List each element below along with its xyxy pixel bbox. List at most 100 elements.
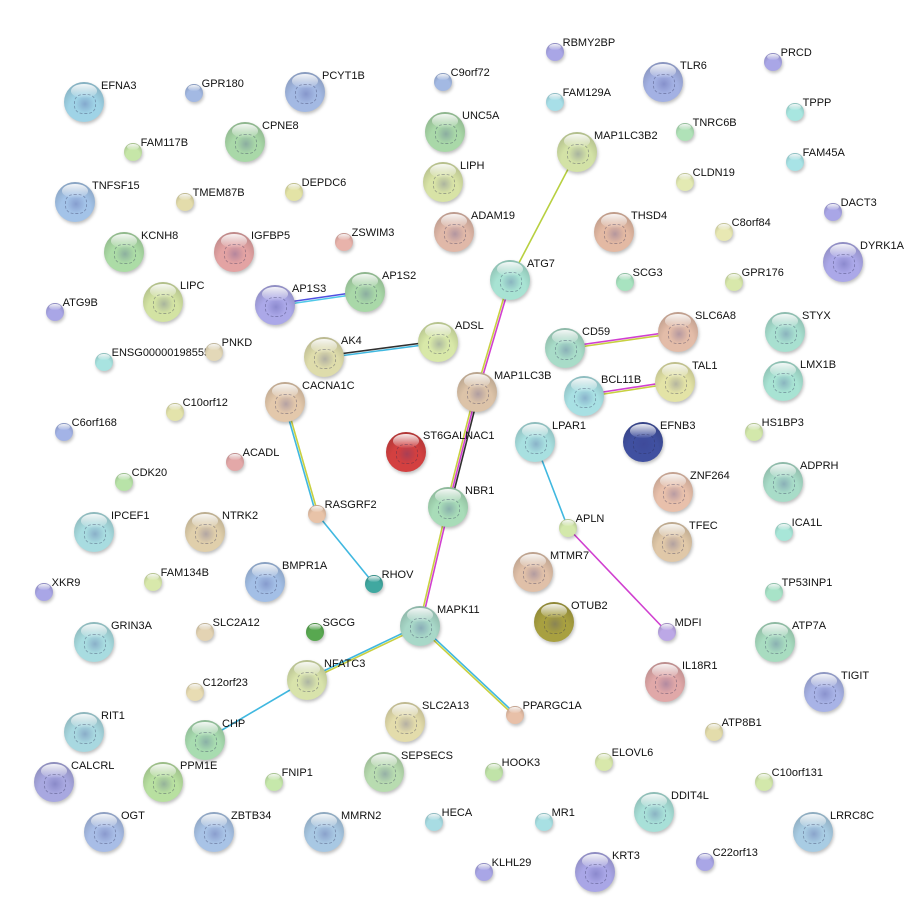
node-sgcg[interactable] [306, 623, 324, 641]
node-label[interactable]: TNRC6B [692, 117, 737, 129]
node-ogt[interactable] [84, 812, 124, 852]
node-mdfi[interactable] [658, 623, 676, 641]
node-label[interactable]: CALCRL [71, 760, 115, 772]
node-label[interactable]: IGFBP5 [251, 230, 291, 242]
node-scg3[interactable] [616, 273, 634, 291]
node-atg7[interactable] [490, 260, 530, 300]
node-label[interactable]: AK4 [341, 335, 362, 347]
node-fam117b[interactable] [124, 143, 142, 161]
node-label[interactable]: ICA1L [791, 517, 823, 529]
node-efnb3[interactable] [623, 422, 663, 462]
node-hs1bp3[interactable] [745, 423, 763, 441]
node-label[interactable]: CDK20 [131, 467, 168, 479]
node-label[interactable]: KCNH8 [141, 230, 179, 242]
node-cldn19[interactable] [676, 173, 694, 191]
node-label[interactable]: ADAM19 [471, 210, 516, 222]
node-fam129a[interactable] [546, 93, 564, 111]
node-mapk11[interactable] [400, 606, 440, 646]
node-label[interactable]: CACNA1C [302, 380, 355, 392]
node-cd59[interactable] [545, 328, 585, 368]
node-label[interactable]: APLN [575, 513, 605, 525]
node-label[interactable]: PNKD [221, 337, 253, 349]
node-label[interactable]: MR1 [551, 807, 575, 819]
node-tnrc6b[interactable] [676, 123, 694, 141]
node-styx[interactable] [765, 312, 805, 352]
node-label[interactable]: CHP [222, 718, 246, 730]
node-tmem87b[interactable] [176, 193, 194, 211]
node-pnkd[interactable] [205, 343, 223, 361]
node-ap1s2[interactable] [345, 272, 385, 312]
node-label[interactable]: ATG9B [62, 297, 98, 309]
node-label[interactable]: ATG7 [527, 258, 555, 270]
node-tp53inp1[interactable] [765, 583, 783, 601]
node-il18r1[interactable] [645, 662, 685, 702]
node-label[interactable]: GPR176 [741, 267, 784, 279]
node-label[interactable]: BMPR1A [282, 560, 328, 572]
node-label[interactable]: HECA [441, 807, 473, 819]
node-lipc[interactable] [143, 282, 183, 322]
node-c10orf12[interactable] [166, 403, 184, 421]
node-label[interactable]: SLC2A13 [422, 700, 470, 712]
node-ddit4l[interactable] [634, 792, 674, 832]
edge-rasgrf2-rhov[interactable] [316, 513, 375, 585]
node-label[interactable]: EFNA3 [101, 80, 137, 92]
node-label[interactable]: OTUB2 [571, 600, 608, 612]
node-cpne8[interactable] [225, 122, 265, 162]
node-label[interactable]: FAM134B [160, 567, 209, 579]
node-label[interactable]: SGCG [322, 617, 356, 629]
node-label[interactable]: DEPDC6 [301, 177, 347, 189]
node-sepsecs[interactable] [364, 752, 404, 792]
node-label[interactable]: UNC5A [462, 110, 500, 122]
node-label[interactable]: EFNB3 [660, 420, 696, 432]
node-label[interactable]: SCG3 [632, 267, 663, 279]
node-dact3[interactable] [824, 203, 842, 221]
node-slc2a13[interactable] [385, 702, 425, 742]
node-calcrl[interactable] [34, 762, 74, 802]
node-label[interactable]: TMEM87B [192, 187, 245, 199]
node-map1lc3b[interactable] [457, 372, 497, 412]
node-label[interactable]: IL18R1 [682, 660, 718, 672]
node-bcl11b[interactable] [564, 376, 604, 416]
node-lpar1[interactable] [515, 422, 555, 462]
node-mmrn2[interactable] [304, 812, 344, 852]
node-tal1[interactable] [655, 362, 695, 402]
node-label[interactable]: PPM1E [180, 760, 218, 772]
node-label[interactable]: TIGIT [841, 670, 870, 682]
node-bmpr1a[interactable] [245, 562, 285, 602]
node-ica1l[interactable] [775, 523, 793, 541]
node-tfec[interactable] [652, 522, 692, 562]
node-label[interactable]: MAP1LC3B [494, 370, 552, 382]
node-label[interactable]: C9orf72 [450, 67, 490, 79]
node-tlr6[interactable] [643, 62, 683, 102]
node-label[interactable]: ZSWIM3 [351, 227, 395, 239]
node-otub2[interactable] [534, 602, 574, 642]
node-label[interactable]: NBR1 [465, 485, 495, 497]
node-hook3[interactable] [485, 763, 503, 781]
node-ntrk2[interactable] [185, 512, 225, 552]
node-nfatc3[interactable] [287, 660, 327, 700]
node-label[interactable]: TAL1 [692, 360, 718, 372]
node-label[interactable]: C10orf12 [182, 397, 228, 409]
node-atp7a[interactable] [755, 622, 795, 662]
node-label[interactable]: NTRK2 [222, 510, 259, 522]
node-label[interactable]: LMX1B [800, 359, 837, 371]
node-label[interactable]: C12orf23 [202, 677, 248, 689]
node-label[interactable]: TNFSF15 [92, 180, 140, 192]
node-ipcef1[interactable] [74, 512, 114, 552]
node-label[interactable]: ATP8B1 [721, 717, 762, 729]
node-label[interactable]: PPARGC1A [522, 700, 582, 712]
node-grin3a[interactable] [74, 622, 114, 662]
edge-map1lc3b2-atg7[interactable] [509, 151, 578, 281]
node-gpr176[interactable] [725, 273, 743, 291]
node-slc6a8[interactable] [658, 312, 698, 352]
node-label[interactable]: ADSL [455, 320, 484, 332]
node-tigit[interactable] [804, 672, 844, 712]
node-rasgrf2[interactable] [308, 505, 326, 523]
node-lmx1b[interactable] [763, 361, 803, 401]
node-atp8b1[interactable] [705, 723, 723, 741]
node-slc2a12[interactable] [196, 623, 214, 641]
node-label[interactable]: PRCD [780, 47, 812, 59]
node-label[interactable]: MAPK11 [437, 604, 480, 616]
node-nbr1[interactable] [428, 487, 468, 527]
